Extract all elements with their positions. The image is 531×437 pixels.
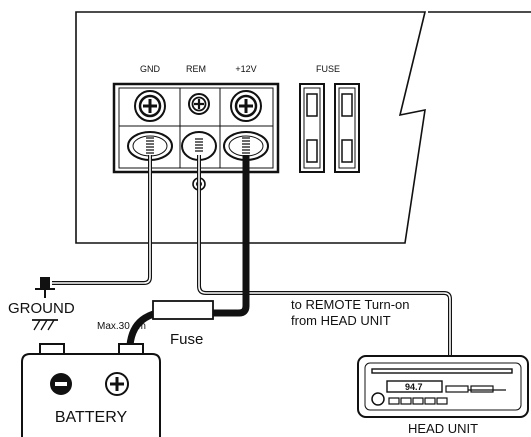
battery-plus-icon (105, 372, 129, 396)
inline-fuse-label: Fuse (170, 331, 203, 348)
ground-label: GROUND (8, 300, 75, 317)
pos12v-screw-icon (230, 90, 262, 122)
battery-label: BATTERY (55, 409, 128, 426)
rem-screw-icon (188, 93, 210, 115)
ground-wire (52, 155, 152, 285)
head-unit-label: HEAD UNIT (408, 421, 478, 436)
rem-cable-socket-icon (181, 131, 217, 161)
amplifier-chassis (75, 11, 427, 244)
gnd-terminal-label: GND (140, 64, 161, 74)
rem-terminal-label: REM (186, 64, 206, 74)
head-unit-icon (357, 355, 529, 418)
ground-bolt-icon (35, 277, 55, 298)
ground-symbol-icon (32, 319, 58, 331)
head-unit-display: 94.7 (405, 382, 423, 392)
inline-fuse-icon (152, 300, 214, 320)
fuse-terminal-label: FUSE (316, 64, 340, 74)
fuse-holder-1-icon (299, 83, 325, 173)
max-length-label: Max.30 cm (97, 321, 146, 332)
remote-note-line1: to REMOTE Turn-on (291, 297, 409, 312)
gnd-cable-socket-icon (127, 131, 173, 161)
pos12v-cable-socket-icon (223, 131, 269, 161)
remote-note-line2: from HEAD UNIT (291, 313, 391, 328)
battery-minus-icon (50, 373, 72, 395)
gnd-screw-icon (134, 90, 166, 122)
fuse-holder-2-icon (334, 83, 360, 173)
pos12v-terminal-label: +12V (235, 64, 256, 74)
